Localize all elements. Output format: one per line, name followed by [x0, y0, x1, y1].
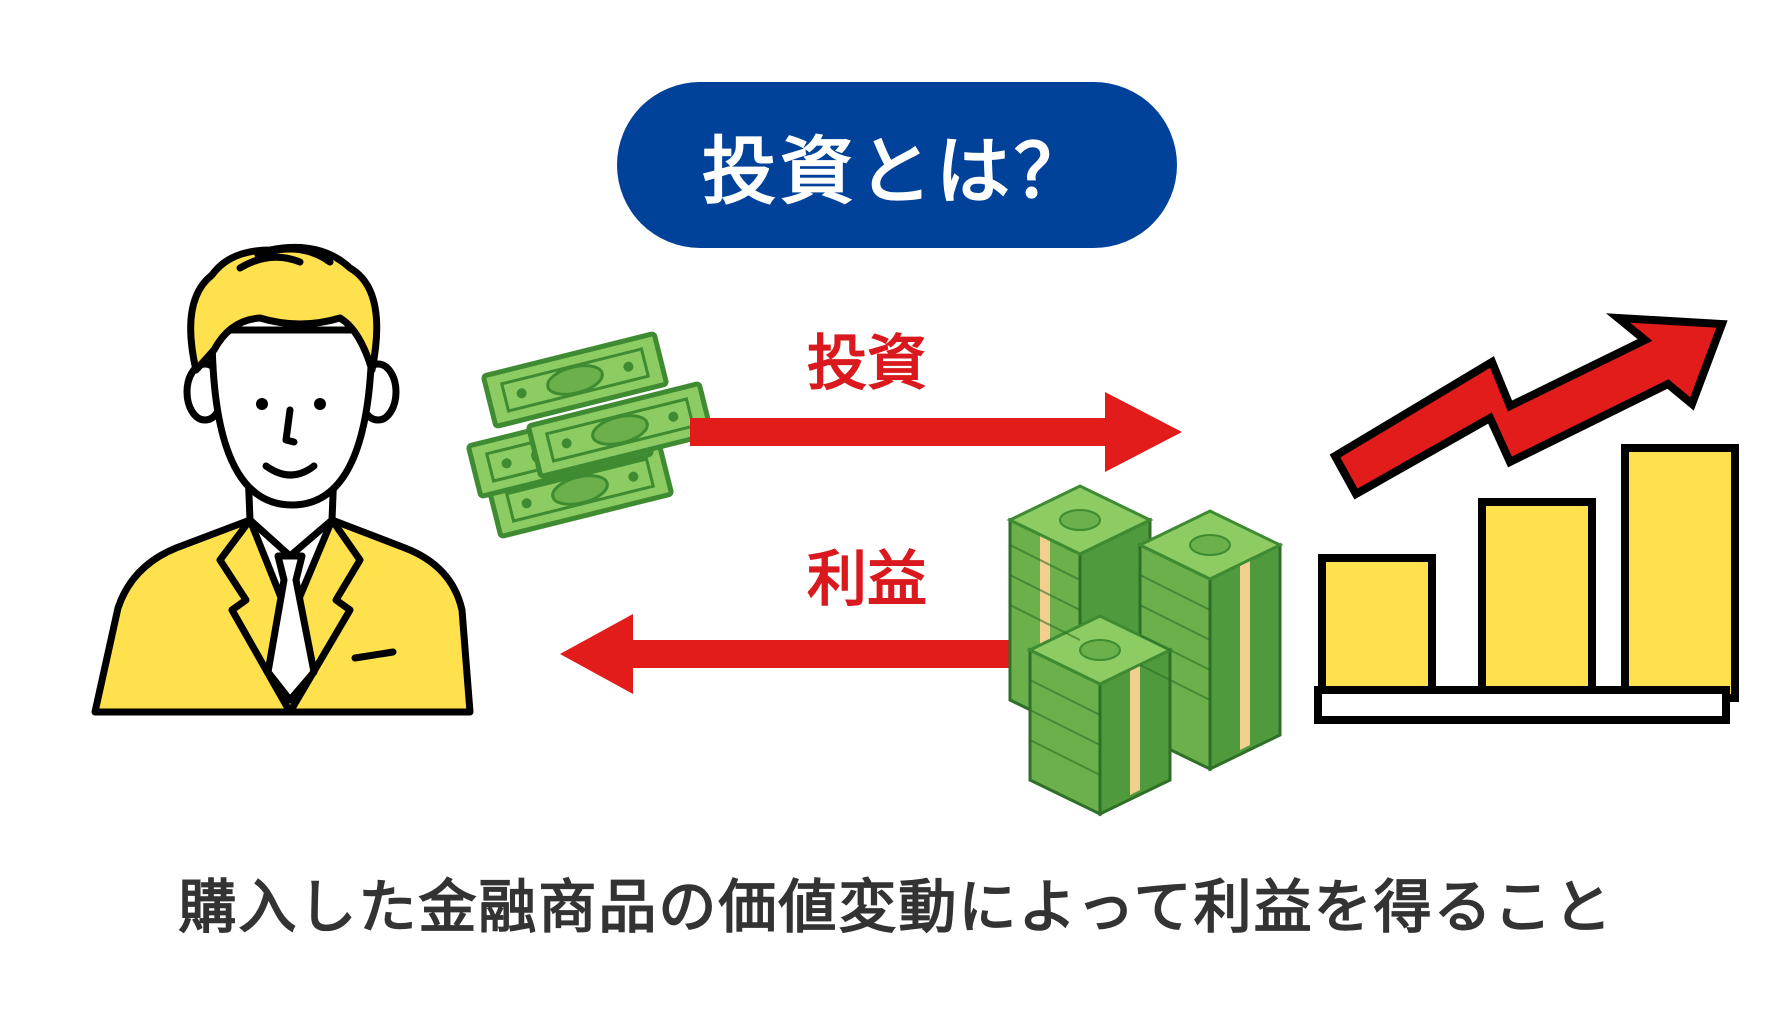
profit-arrow: [560, 614, 1010, 694]
caption: 購入した金融商品の価値変動によって利益を得ること: [178, 873, 1614, 941]
businessman-icon: [91, 243, 474, 716]
profit-label: 利益: [807, 545, 927, 615]
growth-chart-icon: [1314, 313, 1739, 724]
title-pill: 投資とは？: [617, 82, 1177, 248]
invest-label: 投資: [807, 329, 927, 399]
page-title: 投資とは？: [702, 128, 1092, 215]
cash-bills-icon: [468, 333, 711, 536]
money-stacks-icon: [1008, 484, 1282, 817]
invest-arrow: [690, 392, 1182, 472]
